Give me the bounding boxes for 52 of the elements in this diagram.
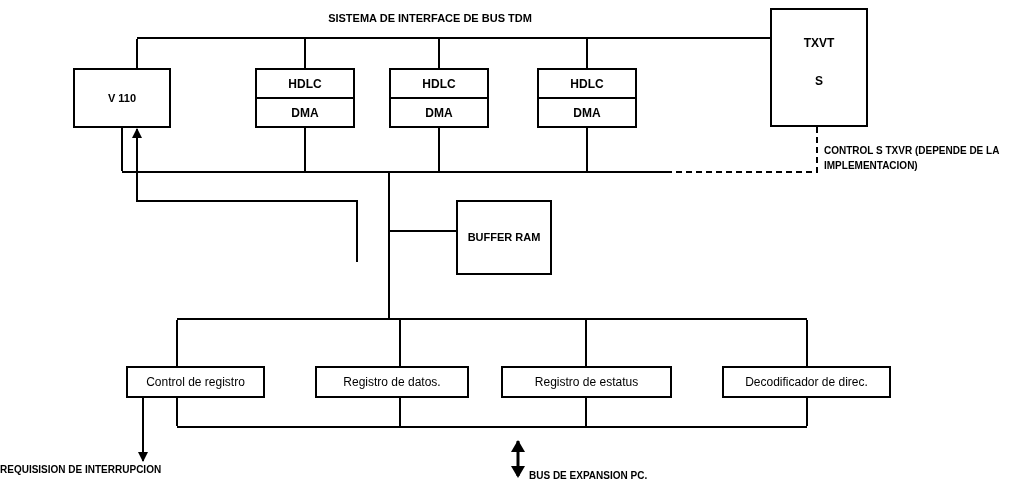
box-label: Decodificador de direc. [745, 374, 868, 391]
box-label: TXVT [803, 35, 835, 52]
box-label: V 110 [107, 90, 137, 106]
connector-line [806, 319, 808, 367]
annotation-text: BUS DE EXPANSION PC. [529, 469, 648, 483]
connector-line [399, 397, 401, 427]
connector-line [304, 38, 306, 69]
controller-box [537, 68, 637, 128]
box-label: BUFFER RAM [467, 230, 541, 246]
register-box [722, 366, 891, 398]
arrow [138, 397, 148, 462]
connector-line [304, 127, 306, 172]
connector-line [388, 172, 390, 319]
connector-line [176, 319, 178, 367]
connector-line [586, 38, 588, 69]
register-box [501, 366, 672, 398]
connector-line [136, 38, 138, 69]
register-box [126, 366, 265, 398]
connector-line [399, 319, 401, 367]
block-label: HDLC [569, 75, 605, 93]
block-label: HDLC [287, 75, 323, 93]
block-label: DMA [391, 97, 487, 126]
diagram-title: SISTEMA DE INTERFACE DE BUS TDM [327, 11, 533, 26]
connector-line [586, 127, 588, 172]
bus-line [177, 318, 807, 320]
bus-line [137, 37, 700, 39]
signal-label: REQUISISION DE INTERRUPCION [0, 462, 230, 478]
block-label: DMA [539, 97, 635, 126]
box-label: S [815, 73, 823, 90]
memory-box [456, 200, 552, 275]
controller-box [389, 68, 489, 128]
block-label: DMA [257, 97, 353, 126]
box-label: Registro de datos. [343, 374, 441, 391]
connector-line [438, 127, 440, 172]
connector-line [176, 397, 178, 427]
connector-line [699, 37, 771, 39]
register-box [315, 366, 469, 398]
box-label: Registro de estatus [534, 374, 639, 391]
connector-line [585, 319, 587, 367]
connector-line [121, 127, 123, 172]
arrow [132, 128, 358, 263]
connector-line [806, 397, 808, 427]
box-label: Control de registro [146, 374, 245, 391]
bus-line [177, 426, 807, 428]
annotation-text: CONTROL S TXVR (DEPENDE DE LA IMPLEMENTACION) [824, 144, 1000, 173]
block-label: HDLC [421, 75, 457, 93]
module-box [73, 68, 171, 128]
bus-line [122, 171, 672, 173]
controller-box [255, 68, 355, 128]
connector-line [438, 38, 440, 69]
connector-line [585, 397, 587, 427]
transceiver-box [770, 8, 868, 127]
